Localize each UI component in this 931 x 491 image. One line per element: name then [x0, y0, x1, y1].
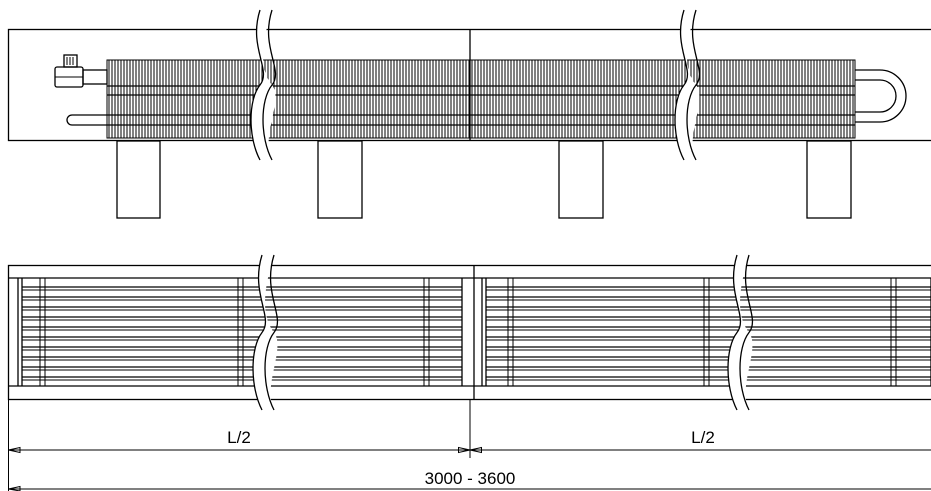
dimension-label-half-left: L/2: [227, 428, 251, 447]
break-line: [252, 254, 267, 411]
break-line: [674, 9, 689, 161]
valve-fitting-icon: [54, 54, 108, 88]
break-gap: [728, 255, 753, 410]
pipe-end-loop: [66, 114, 73, 126]
dimension-label-half-right: L/2: [691, 428, 715, 447]
break-line: [264, 254, 279, 411]
break-line: [727, 254, 742, 411]
break-line: [739, 254, 754, 411]
break-gap: [251, 10, 276, 160]
side-elevation-view: [7, 28, 931, 219]
valve-connector: [82, 69, 108, 85]
plan-view: [7, 264, 931, 401]
dimension-label-overall: 3000 - 3600: [425, 469, 516, 488]
break-marks: [250, 9, 754, 411]
channel-outline-plan: [7, 264, 931, 401]
grille-section-right: [485, 278, 931, 386]
support-foot: [806, 140, 852, 219]
break-line: [262, 9, 277, 161]
arrowhead: [8, 485, 21, 491]
break-gap: [253, 255, 278, 410]
break-line: [686, 9, 701, 161]
support-foot: [317, 140, 363, 219]
arrowhead: [8, 446, 21, 454]
heat-exchanger-fins: [72, 59, 856, 139]
return-bend-inner: [855, 79, 897, 113]
break-gap: [675, 10, 700, 160]
return-bend-outer: [855, 69, 907, 123]
arrowhead: [469, 446, 482, 454]
arrowhead: [458, 446, 471, 454]
support-foot: [116, 140, 161, 219]
break-line: [250, 9, 265, 161]
fin-pack: [108, 60, 854, 138]
grille-section-left: [17, 265, 483, 400]
channel-housing: [7, 28, 931, 142]
support-foot: [558, 140, 604, 219]
dimension-lines: L/2 L/2 3000 - 3600: [8, 400, 931, 491]
